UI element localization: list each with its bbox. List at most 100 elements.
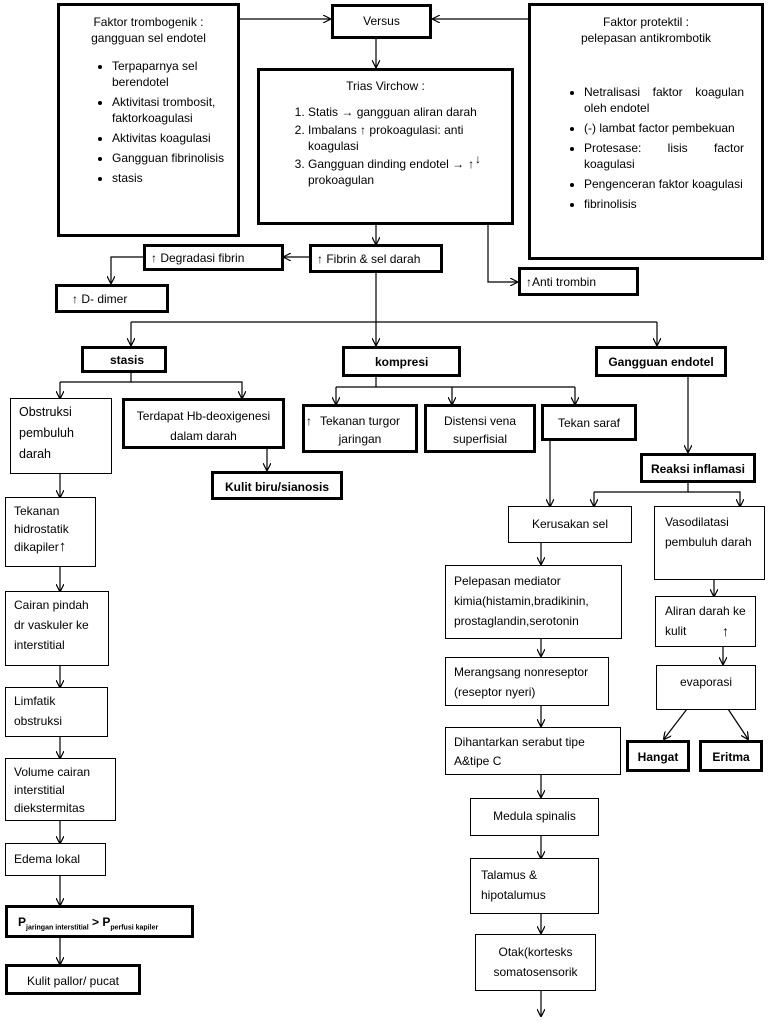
arrow-up-icon: ↑ [58, 538, 67, 555]
cairan-pindah-box: Cairan pindah dr vaskuler ke interstitia… [5, 591, 109, 666]
tekan-saraf-box: Tekan saraf [541, 404, 637, 441]
p-sub-interstitial: jaringan interstitial [26, 924, 89, 932]
reaksi-inflamasi-box: Reaksi inflamasi [640, 453, 756, 483]
arrow-up-icon: ↑ [526, 275, 532, 289]
d-dimer-label: D- dimer [81, 292, 128, 306]
list-item: Gangguan dinding endotel →↑ prokoagulan [308, 156, 502, 188]
stasis-box: stasis [81, 346, 167, 373]
stasis-label: stasis [110, 353, 145, 367]
faktor-trombogenik-box: Faktor trombogenik : gangguan sel endote… [57, 3, 240, 237]
arrow-evaporasi-hangat [664, 708, 688, 739]
merangsang-box: Merangsang nonreseptor (reseptor nyeri) [445, 657, 609, 706]
gangguan-endotel-label: Gangguan endotel [608, 355, 714, 369]
arrow-up-icon: ↑ [151, 251, 157, 265]
list-item: Aktivitas koagulasi [112, 130, 232, 146]
list-item: fibrinolisis [584, 196, 744, 212]
hb-deoxi-box: Terdapat Hb-deoxigenesi dalam darah [122, 398, 285, 449]
edema-lokal-label: Edema lokal [14, 852, 81, 866]
kulit-biru-box: Kulit biru/sianosis [211, 471, 343, 500]
arrow-evaporasi-eritma [727, 708, 748, 739]
arrow-right-icon: → [452, 157, 465, 171]
arrow-up-icon: ↑ [72, 292, 78, 306]
arrow-degradasi-to-ddimer [111, 256, 143, 283]
arrow-stasis-to-hb [131, 381, 242, 398]
arrow-up-icon: ↑ [360, 123, 367, 137]
list-item: Protesase: lisis factor koagulasi [584, 140, 744, 172]
list-item: Gangguan fibrinolisis [112, 150, 232, 166]
kulit-biru-label: Kulit biru/sianosis [224, 480, 329, 494]
otak-box: Otak(kortesks somatosensorik [475, 934, 596, 991]
trias-item-2-a: Imbalans [308, 123, 357, 137]
tekanan-turgor-label: Tekanan turgor jaringan [319, 414, 401, 446]
list-item: (-) lambat factor pembekuan [584, 120, 744, 136]
aliran-darah-label: Aliran darah ke kulit [665, 604, 746, 638]
trias-item-3-a: Gangguan dinding endotel [308, 157, 449, 171]
list-item: Aktivitasi trombosit, faktorkoagulasi [112, 94, 232, 126]
fibrin-sel-darah-box: ↑ Fibrin & sel darah [309, 244, 443, 273]
arrow-up-icon: ↑ [317, 252, 323, 266]
p-label: P [18, 915, 27, 929]
hangat-label: Hangat [637, 750, 679, 764]
cairan-pindah-label: Cairan pindah dr vaskuler ke interstitia… [14, 598, 89, 652]
tekan-saraf-label: Tekan saraf [557, 416, 621, 430]
vasodilatasi-label: Vasodilatasi pembuluh darah [665, 515, 752, 549]
merangsang-label: Merangsang nonreseptor (reseptor nyeri) [454, 665, 589, 699]
tekanan-hidrostatik-box: Tekanan hidrostatik dikapiler↑ [5, 497, 96, 567]
otak-label: Otak(kortesks somatosensorik [493, 945, 578, 979]
list-item: Terpaparnya sel berendotel [112, 58, 232, 90]
limfatik-box: Limfatik obstruksi [5, 687, 108, 737]
eritma-box: Eritma [699, 740, 763, 772]
trias-item-2-b: prokoagulasi: anti koagulasi [308, 123, 464, 153]
pelepasan-mediator-label: Pelepasan mediator kimia(histamin,bradik… [454, 574, 589, 628]
anti-trombin-label: Anti trombin [532, 275, 597, 289]
obstruksi-label: Obstruksi pembuluh darah [19, 405, 74, 461]
kulit-pallor-label: Kulit pallor/ pucat [26, 974, 120, 988]
list-item: Statis → gangguan aliran darah [308, 104, 502, 120]
tekanan-turgor-box: ↑ Tekanan turgor jaringan [302, 404, 418, 453]
versus-label: Versus [363, 14, 400, 28]
arrow-right-icon: → [341, 105, 354, 119]
talamus-label: Talamus & hipotalumus [481, 868, 546, 902]
volume-cairan-box: Volume cairan interstitial diekstermitas [5, 758, 116, 821]
kulit-pallor-box: Kulit pallor/ pucat [5, 964, 141, 995]
dihantarkan-box: Dihantarkan serabut tipe A&tipe C [445, 727, 621, 775]
faktor-protektil-box: Faktor protektil : pelepasan antikrombot… [528, 3, 764, 260]
list-item: stasis [112, 170, 232, 186]
faktor-protektil-title-1: Faktor protektil : [602, 15, 690, 29]
trias-item-1-b: gangguan aliran darah [356, 105, 477, 119]
arrow-down-icon: ↓ [475, 152, 481, 166]
trias-virchow-title: Trias Virchow : [346, 79, 425, 93]
kompresi-box: kompresi [342, 346, 461, 377]
kerusakan-sel-box: Kerusakan sel [508, 506, 632, 543]
arrow-up-icon: ↑ [468, 157, 475, 171]
fibrin-sel-darah-label: Fibrin & sel darah [326, 252, 421, 266]
faktor-trombogenik-title-2: gangguan sel endotel [91, 31, 206, 45]
d-dimer-box: ↑ D- dimer [55, 284, 169, 313]
arrow-up-icon: ↑ [306, 414, 312, 428]
arrow-up-icon: ↑ [722, 623, 729, 639]
evaporasi-box: evaporasi [656, 665, 756, 710]
talamus-box: Talamus & hipotalumus [470, 858, 599, 914]
p-gt-label: > P [88, 915, 111, 929]
limfatik-label: Limfatik obstruksi [14, 694, 63, 728]
aliran-darah-box: Aliran darah ke kulit ↑ [655, 596, 756, 647]
pelepasan-mediator-box: Pelepasan mediator kimia(histamin,bradik… [445, 565, 622, 639]
list-item: Imbalans ↑ prokoagulasi: anti koagulasi … [308, 122, 502, 166]
p-comparison-box: Pjaringan interstitial > Pperfusi kapile… [5, 905, 194, 938]
arrow-trias-to-antitrombin [487, 224, 517, 282]
faktor-protektil-title-2: pelepasan antikrombotik [580, 31, 712, 45]
kerusakan-sel-label: Kerusakan sel [531, 517, 609, 531]
distensi-vena-label: Distensi vena superfisial [443, 414, 517, 446]
hangat-box: Hangat [626, 740, 690, 772]
trias-virchow-box: Trias Virchow : Statis → gangguan aliran… [257, 68, 514, 225]
distensi-vena-box: Distensi vena superfisial [424, 404, 536, 453]
anti-trombin-box: ↑Anti trombin [518, 267, 639, 296]
degradasi-fibrin-label: Degradasi fibrin [160, 251, 245, 265]
gangguan-endotel-box: Gangguan endotel [595, 346, 727, 377]
kompresi-label: kompresi [375, 355, 429, 369]
obstruksi-box: Obstruksi pembuluh darah [10, 398, 112, 474]
trias-item-3-b: prokoagulan [308, 173, 375, 187]
evaporasi-label: evaporasi [679, 675, 733, 689]
